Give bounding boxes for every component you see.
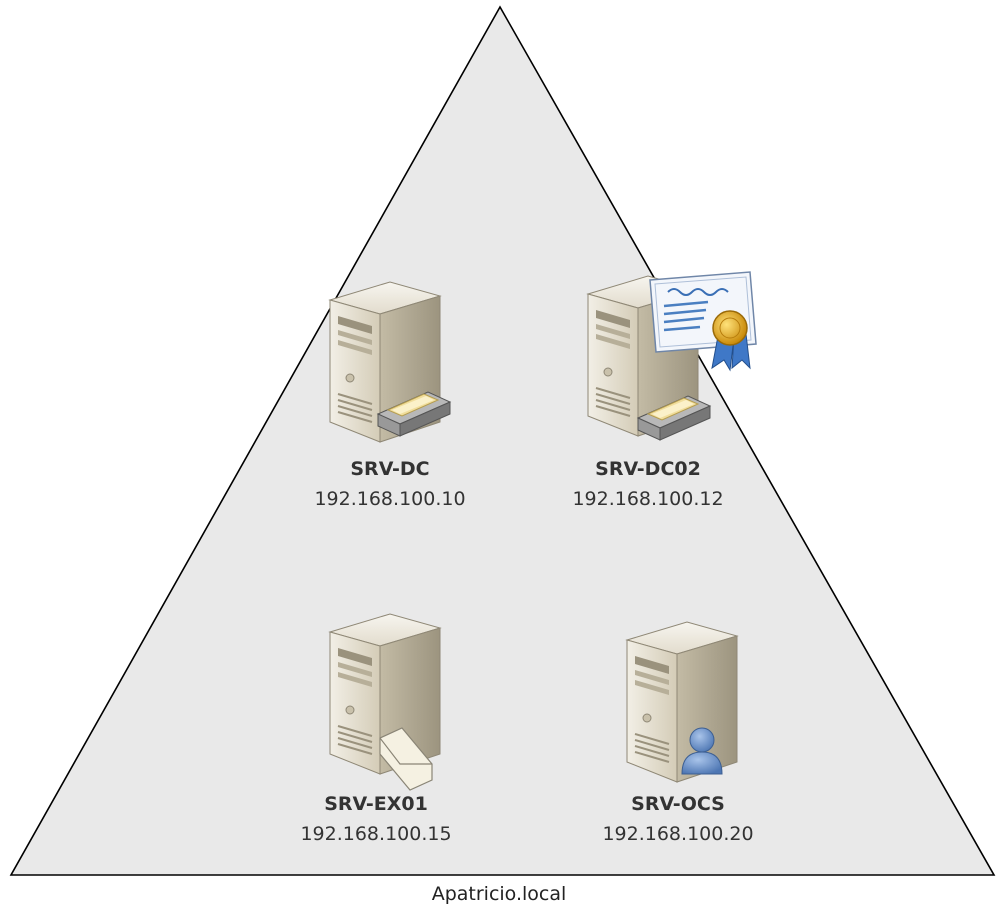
server-name-srv-ocs: SRV-OCS [631, 793, 725, 815]
server-ip-srv-dc: 192.168.100.10 [314, 488, 466, 510]
server-ip-srv-dc02: 192.168.100.12 [572, 488, 724, 510]
domain-label: Apatricio.local [431, 883, 567, 905]
server-name-srv-dc02: SRV-DC02 [595, 458, 701, 480]
mail-envelope-icon [379, 727, 433, 791]
server-name-srv-ex01: SRV-EX01 [324, 793, 428, 815]
user-icon [681, 727, 723, 775]
server-ip-srv-ocs: 192.168.100.20 [602, 823, 754, 845]
domain-triangle [9, 5, 996, 876]
server-srv-ocs [626, 621, 738, 783]
server-name-srv-dc: SRV-DC [350, 458, 430, 480]
certificate-icon [649, 271, 757, 372]
server-ip-srv-ex01: 192.168.100.15 [300, 823, 452, 845]
